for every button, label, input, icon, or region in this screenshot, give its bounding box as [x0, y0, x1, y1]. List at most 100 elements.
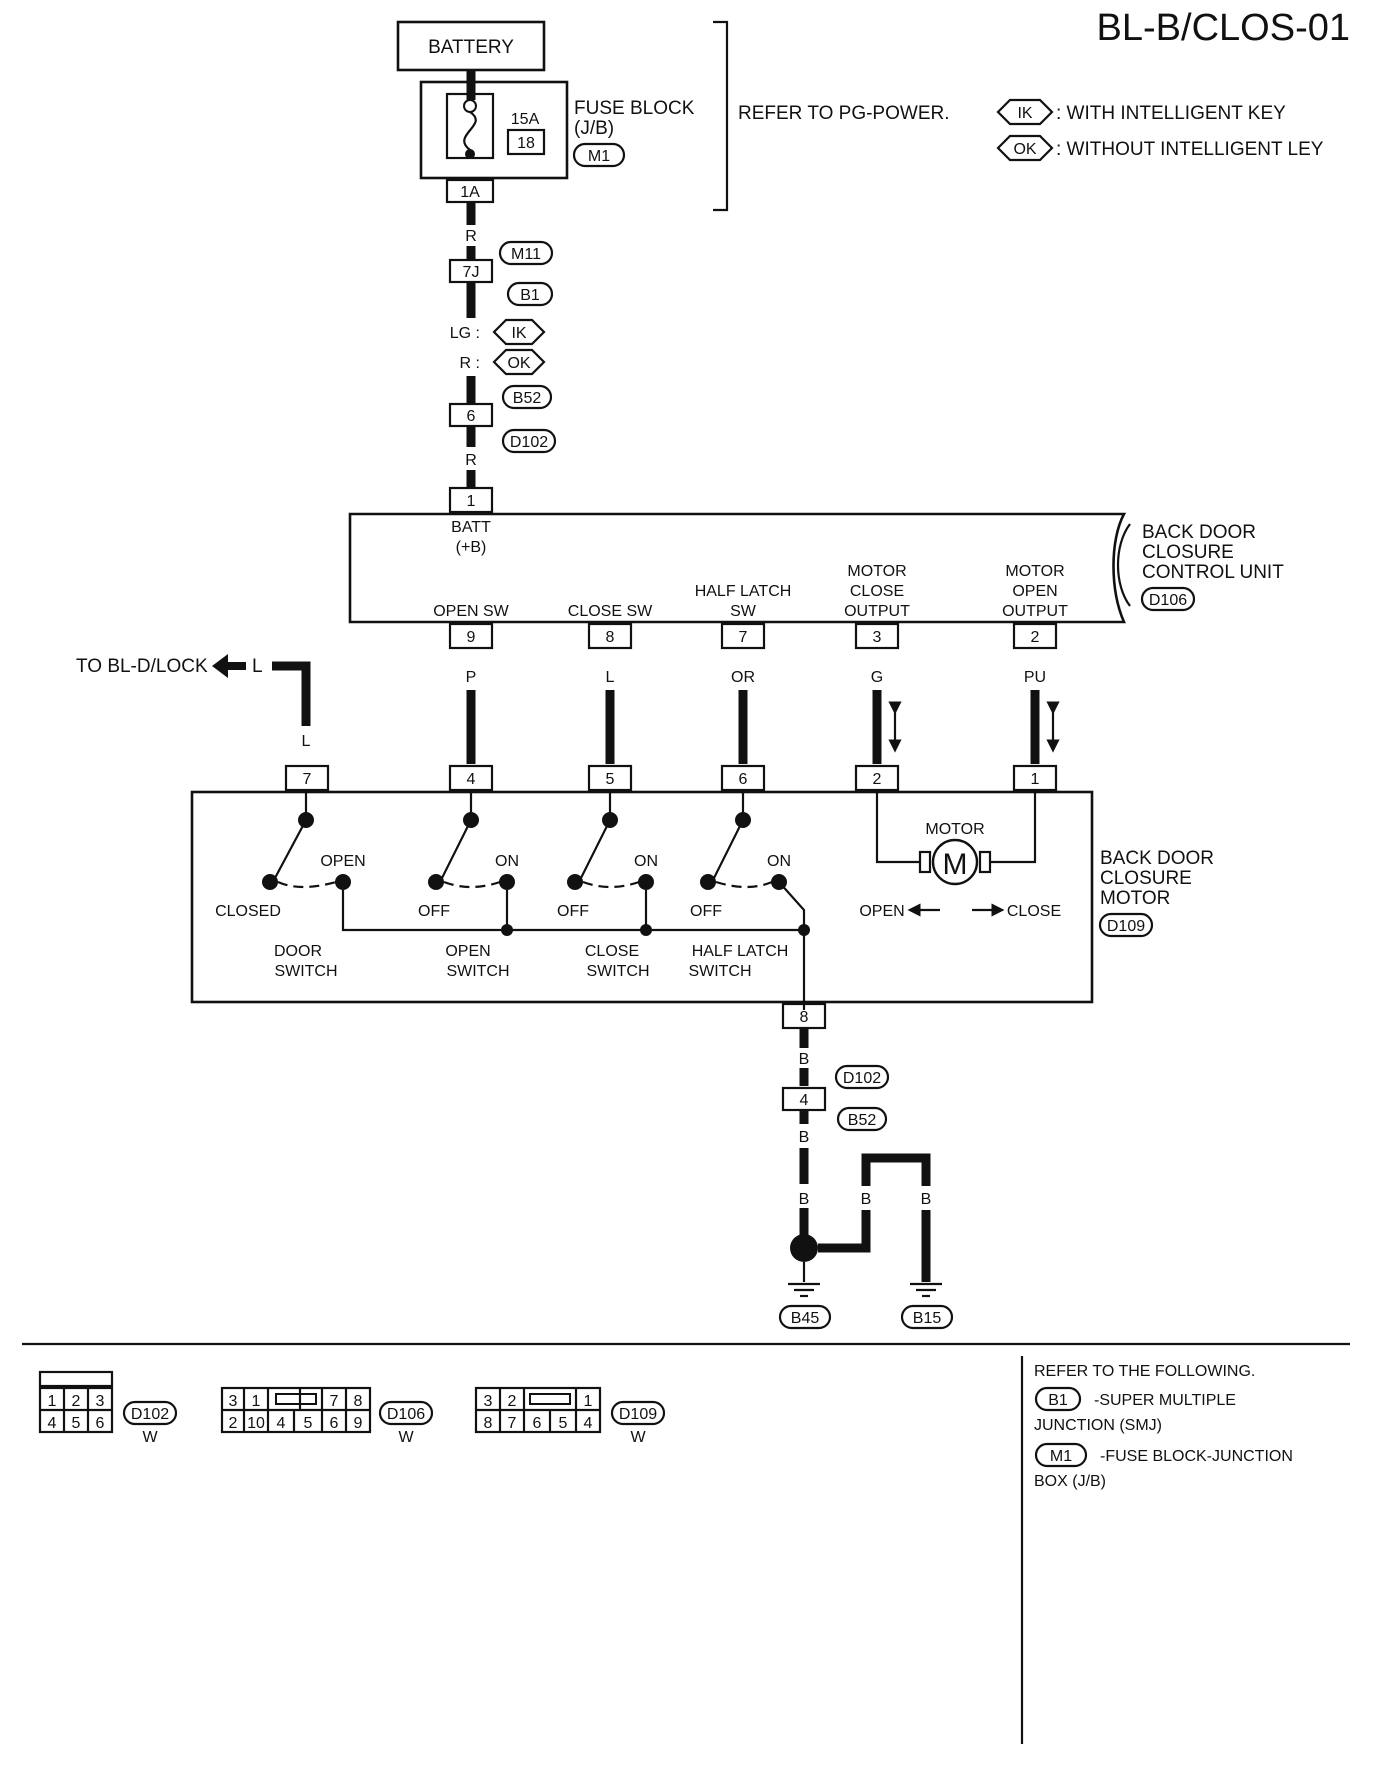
refer-m1-line1: -FUSE BLOCK-JUNCTION: [1100, 1448, 1293, 1465]
cu-bracket: [1116, 523, 1131, 607]
cu-terminal-3-box: [854, 622, 900, 650]
cu-pin-motor-close-label-2: CLOSE: [850, 583, 904, 600]
door-switch-closed-label: CLOSED: [215, 903, 281, 920]
d106-pin-5: 5: [304, 1415, 313, 1432]
cu-terminal-7-box: [720, 622, 766, 650]
close-switch-on-label: ON: [634, 853, 658, 870]
connector-d102-face: [38, 1370, 114, 1434]
legend-ik-text: : WITH INTELLIGENT KEY: [1056, 103, 1286, 124]
d102-face-tag: [122, 1400, 178, 1426]
cu-name-1: BACK DOOR: [1142, 522, 1256, 543]
motor-terminal-5: 5: [606, 771, 615, 788]
to-lock-label: TO BL-D/LOCK: [76, 656, 208, 677]
wire-color-g: G: [871, 669, 883, 686]
fuse-block-jb-label: (J/B): [574, 118, 614, 139]
half-switch-off-label: OFF: [690, 903, 722, 920]
motor-terminal-1: 1: [1031, 771, 1040, 788]
power-reference: REFER TO PG-POWER.: [738, 103, 950, 124]
d106-pin-6: 6: [330, 1415, 339, 1432]
open-switch-off-contact: [428, 874, 444, 890]
d109-face-tag: [610, 1400, 666, 1426]
cu-pin-half-latch-label-1: HALF LATCH: [695, 583, 792, 600]
d106-pin-3: 3: [229, 1393, 238, 1410]
d109-pin-2: 2: [508, 1393, 517, 1410]
door-switch-open-contact: [335, 874, 351, 890]
cu-terminal-7: 7: [739, 629, 748, 646]
legend-ik-tag: IK: [1017, 105, 1032, 122]
ground-b15-icon: [910, 1282, 942, 1298]
cu-pin-close-sw-label: CLOSE SW: [568, 603, 653, 620]
door-switch-closed-contact: [262, 874, 278, 890]
d109-pin-8: 8: [484, 1415, 493, 1432]
wire-color-b-2: B: [799, 1129, 810, 1146]
conn-b52-tag-upper: [501, 384, 553, 410]
d109-pin-5: 5: [559, 1415, 568, 1432]
cu-terminal-3: 3: [873, 629, 882, 646]
d109-face-label: D109: [619, 1406, 657, 1423]
connector-d109-face: [474, 1386, 602, 1434]
cu-terminal-1-box: [448, 486, 494, 514]
wire-color-b-4: B: [861, 1191, 872, 1208]
cu-pin-motor-open-label-3: OUTPUT: [1002, 603, 1068, 620]
motor-unit-name-3: MOTOR: [1100, 888, 1170, 909]
open-switch-off-label: OFF: [418, 903, 450, 920]
close-switch-dash: [582, 880, 640, 889]
legend-ok-tag: OK: [1013, 141, 1036, 158]
motor-terminal-7: 7: [303, 771, 312, 788]
cu-name-3: CONTROL UNIT: [1142, 562, 1284, 583]
motor-brush-left: [918, 850, 932, 874]
wire-to-lock: [272, 661, 311, 726]
door-switch-name-1: DOOR: [274, 943, 322, 960]
terminal-6-upper: 6: [467, 408, 476, 425]
wire-color-or: OR: [731, 669, 755, 686]
d109-pin-7: 7: [508, 1415, 517, 1432]
d102-pin-6: 6: [96, 1415, 105, 1432]
refer-b1-tag-shape: [1034, 1386, 1082, 1412]
cu-batt-plus-label: (+B): [456, 539, 487, 556]
open-switch-name-2: SWITCH: [446, 963, 509, 980]
cu-terminal-2-box: [1012, 622, 1058, 650]
motor-icon: [931, 838, 979, 886]
fuse-amps: 15A: [511, 111, 540, 128]
d109-pin-1: 1: [584, 1393, 593, 1410]
cu-pin-open-sw-label: OPEN SW: [433, 603, 509, 620]
wire-ground-branch: [818, 1210, 871, 1253]
motor-lead-left: [875, 790, 920, 864]
close-switch-off-contact: [567, 874, 583, 890]
conn-b1-tag: [506, 281, 554, 307]
conn-b1: B1: [520, 287, 540, 304]
fuse-bottom-terminal: [465, 149, 475, 159]
fuse-number: 18: [517, 135, 535, 152]
ground-splice-dot: [790, 1234, 818, 1262]
junction-dot-close: [640, 924, 652, 936]
d102-pin-3: 3: [96, 1393, 105, 1410]
ok-tag-upper-shape: [492, 348, 546, 376]
cu-terminal-8-box: [587, 622, 633, 650]
wire-ground-loop: [861, 1153, 931, 1186]
conn-b52-lower: B52: [848, 1112, 877, 1129]
half-switch-on-link: [778, 881, 806, 930]
d109-pin-4: 4: [584, 1415, 593, 1432]
wire-color-lg: LG :: [450, 325, 480, 342]
open-switch-blade: [441, 819, 472, 879]
conn-d109-tag: [1098, 912, 1154, 938]
legend-ik-tag-shape: [996, 98, 1054, 126]
cu-terminal-9: 9: [467, 629, 476, 646]
d109-pin-6: 6: [533, 1415, 542, 1432]
close-switch-name-1: CLOSE: [585, 943, 639, 960]
d102-pin-5: 5: [72, 1415, 81, 1432]
wire-color-r-bottom: R: [465, 452, 477, 469]
ground-b15-tag: [900, 1304, 954, 1330]
motor-open-dir: OPEN: [859, 903, 904, 920]
wire-color-pu: PU: [1024, 669, 1046, 686]
battery-box: [396, 20, 546, 72]
d106-face-color: W: [398, 1429, 414, 1446]
half-switch-dash: [715, 880, 773, 889]
ok-tag-upper: OK: [507, 355, 530, 372]
cu-pin-half-latch-label-2: SW: [730, 603, 757, 620]
d106-pin-10: 10: [247, 1415, 265, 1432]
cu-pin-motor-close-label-3: OUTPUT: [844, 603, 910, 620]
cu-pin-motor-open-label-2: OPEN: [1012, 583, 1057, 600]
battery-label: BATTERY: [428, 37, 514, 58]
